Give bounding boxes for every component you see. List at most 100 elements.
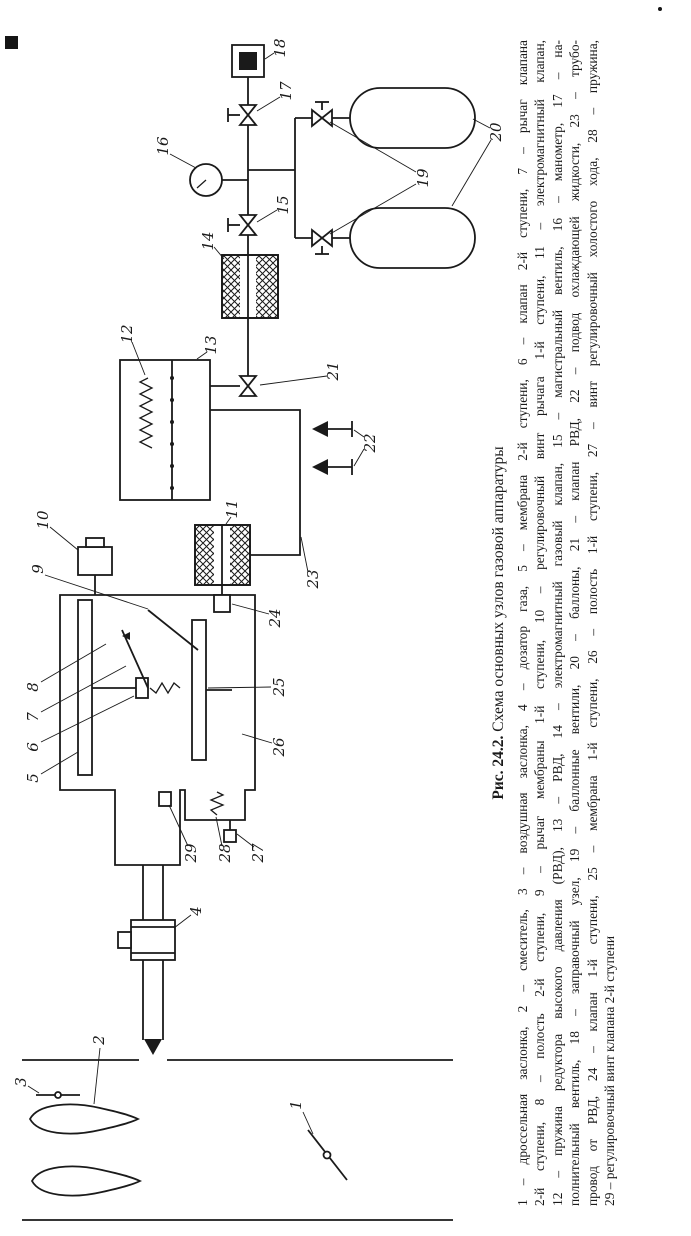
spring-28 bbox=[209, 791, 225, 816]
gas-cylinder-left bbox=[349, 207, 476, 269]
part-label-16: 16 bbox=[154, 136, 172, 156]
leader-line-27 bbox=[236, 833, 255, 848]
cylinder-valve-19-right bbox=[311, 101, 333, 128]
legend-line: 12 – пружина редуктора высокого давления… bbox=[549, 40, 565, 1206]
membrane-1st-stage bbox=[191, 619, 207, 761]
leader-line-14 bbox=[213, 246, 225, 260]
cylinder-manifold bbox=[248, 117, 350, 239]
leader-line-1 bbox=[302, 1111, 314, 1135]
manometer-16 bbox=[189, 163, 248, 197]
part-label-26: 26 bbox=[270, 737, 288, 758]
leader-line-4 bbox=[173, 914, 192, 929]
leader-line-15 bbox=[256, 209, 278, 223]
leader-line-21 bbox=[259, 375, 328, 386]
pipe-from-rvd bbox=[210, 409, 301, 556]
part-label-28: 28 bbox=[216, 843, 234, 863]
part-label-5: 5 bbox=[24, 773, 42, 783]
throttle-valve bbox=[307, 1129, 348, 1181]
gas-cylinder-right bbox=[349, 87, 476, 149]
filling-unit-18 bbox=[231, 44, 265, 78]
leader-line-9 bbox=[44, 574, 149, 610]
valve-spring bbox=[149, 681, 181, 695]
gas-dozer bbox=[117, 919, 176, 961]
gas-flow-arrow bbox=[144, 1039, 162, 1055]
part-label-11: 11 bbox=[223, 499, 241, 518]
caption-title: Рис. 24.2. Схема основных узлов газовой … bbox=[490, 40, 508, 1206]
part-label-6: 6 bbox=[24, 742, 42, 752]
scan-artifact-dot bbox=[658, 7, 662, 11]
part-labels: 1234567891011121314151617181920212223242… bbox=[12, 38, 505, 1135]
figure-number: Рис. 24.2. bbox=[490, 735, 507, 800]
legend-line: 1 – дроссельная заслонка, 2 – смеситель,… bbox=[515, 40, 530, 1206]
leader-line-29 bbox=[168, 804, 189, 847]
rvd-valve-21 bbox=[210, 375, 258, 397]
part-label-17: 17 bbox=[277, 81, 295, 101]
leader-line-13 bbox=[196, 351, 208, 360]
filling-valve-17 bbox=[227, 104, 258, 126]
leader-line-12 bbox=[131, 341, 146, 376]
part-label-19: 19 bbox=[414, 168, 432, 188]
leader-line-17 bbox=[256, 96, 281, 112]
leader-line-3 bbox=[27, 1085, 40, 1094]
part-label-13: 13 bbox=[202, 335, 220, 354]
part-label-24: 24 bbox=[266, 608, 284, 628]
part-label-7: 7 bbox=[24, 712, 42, 722]
part-label-10: 10 bbox=[34, 510, 52, 530]
legend-line: провод от РВД, 24 – клапан 1-й ступени, … bbox=[584, 40, 600, 1206]
intake-duct bbox=[22, 1059, 453, 1221]
scan-artifact-mark bbox=[5, 36, 18, 49]
membrane-2nd-stage bbox=[77, 599, 93, 776]
leader-line-19 bbox=[329, 183, 417, 235]
solenoid-valve-11 bbox=[194, 524, 251, 595]
adjusting-screw-fitting bbox=[77, 537, 113, 595]
leader-line-11 bbox=[225, 516, 232, 525]
rvd-reducer bbox=[119, 359, 211, 501]
part-label-27: 27 bbox=[249, 843, 267, 864]
figure-title: Схема основных узлов газовой аппаратуры bbox=[490, 446, 507, 736]
lever-fulcrum bbox=[122, 632, 130, 640]
part-label-2: 2 bbox=[90, 1035, 108, 1046]
leader-line-16 bbox=[169, 153, 197, 169]
rvd-bolts bbox=[170, 376, 174, 490]
screw-2nd-stage-valve bbox=[158, 791, 172, 807]
leader-line-8 bbox=[40, 643, 107, 683]
leader-line-19 bbox=[329, 121, 417, 173]
part-label-3: 3 bbox=[12, 1077, 30, 1087]
figure-caption: Рис. 24.2. Схема основных узлов газовой … bbox=[490, 40, 618, 1206]
part-label-9: 9 bbox=[29, 564, 47, 574]
part-label-18: 18 bbox=[271, 38, 289, 57]
lever-1st-stage bbox=[147, 609, 199, 651]
legend-line: 2-й ступени, 8 – полость 2-й ступени, 9 … bbox=[532, 40, 548, 1206]
cylinder-valve-19-left bbox=[311, 228, 333, 255]
main-shutoff-valve-15 bbox=[227, 214, 258, 236]
part-label-22: 22 bbox=[361, 433, 379, 453]
leader-line-7 bbox=[40, 665, 127, 713]
coolant-supply-arrows bbox=[312, 421, 353, 475]
solenoid-gas-valve-14 bbox=[221, 254, 279, 319]
part-label-1: 1 bbox=[287, 1100, 305, 1110]
part-label-20: 20 bbox=[487, 122, 505, 143]
leader-line-22 bbox=[353, 448, 365, 467]
leader-line-23 bbox=[300, 536, 309, 573]
air-valve bbox=[36, 1091, 80, 1099]
mixer-venturi bbox=[28, 1103, 143, 1197]
leader-line-24 bbox=[231, 603, 270, 615]
part-label-21: 21 bbox=[324, 361, 342, 381]
valve-2nd-stage bbox=[135, 677, 149, 699]
rvd-spring bbox=[138, 377, 154, 449]
part-label-12: 12 bbox=[118, 324, 136, 343]
valve-1st-stage bbox=[213, 594, 231, 613]
second-stage-reducer bbox=[59, 594, 256, 866]
leader-line-22 bbox=[353, 429, 365, 438]
leader-line-6 bbox=[40, 695, 135, 743]
part-label-29: 29 bbox=[182, 843, 200, 864]
leader-line-28 bbox=[215, 816, 223, 847]
leader-line-5 bbox=[40, 751, 79, 775]
part-label-23: 23 bbox=[304, 569, 322, 589]
legend-line: 29 – регулировочный винт клапана 2-й сту… bbox=[602, 935, 618, 1206]
part-label-25: 25 bbox=[270, 677, 288, 697]
caption-legend: 1 – дроссельная заслонка, 2 – смеситель,… bbox=[514, 40, 618, 1206]
